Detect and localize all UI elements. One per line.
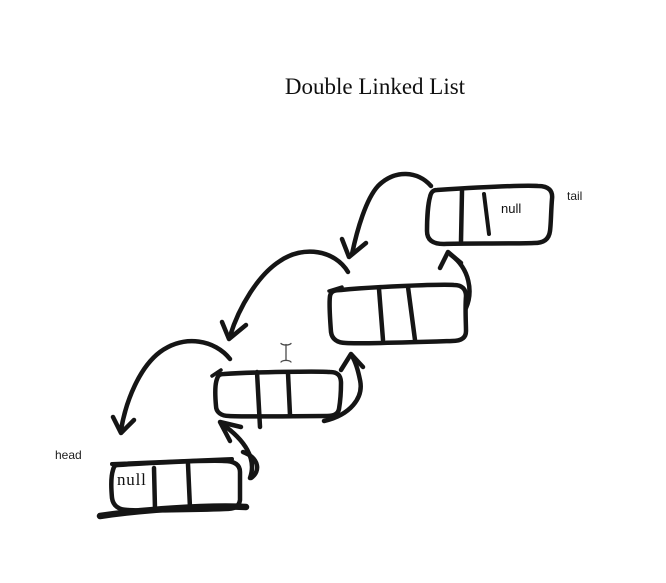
arrowhead xyxy=(219,319,249,342)
node3-divider-2 xyxy=(405,284,418,343)
node2-divider-1 xyxy=(254,369,263,430)
arrowhead xyxy=(437,249,464,271)
arrow-prev-node3-to-node2 xyxy=(219,249,351,342)
head-node-divider-2 xyxy=(185,461,193,511)
arrow-next-head-to-node2 xyxy=(217,419,260,481)
node3-divider-1 xyxy=(376,286,386,343)
node2-outline xyxy=(213,369,344,419)
arrow-curve xyxy=(321,353,363,424)
head-node-bottom-stroke xyxy=(96,503,250,520)
arrow-next-node3-to-tail xyxy=(437,249,472,311)
arrowhead xyxy=(110,414,137,436)
arrow-next-node2-to-node3 xyxy=(321,351,366,424)
tail-null-value: null xyxy=(501,201,522,216)
head-node-shape xyxy=(96,457,250,520)
node2-shape xyxy=(210,368,344,430)
tail-node-divider-1 xyxy=(458,188,465,244)
node3-corner-tick xyxy=(327,285,344,293)
tail-node-shape xyxy=(424,183,555,247)
head-node-outline xyxy=(109,458,243,513)
arrow-curve xyxy=(227,249,351,339)
arrow-curve xyxy=(219,421,255,481)
tail-node-divider-2 xyxy=(482,192,491,236)
head-label: head xyxy=(55,448,82,462)
arrow-prev-tail-to-node3 xyxy=(339,171,434,260)
arrow-prev-node2-to-head xyxy=(110,338,233,436)
node3-shape xyxy=(327,282,469,346)
head-null-value: null xyxy=(117,470,147,489)
node3-outline xyxy=(327,282,469,346)
arrowhead xyxy=(338,351,366,373)
diagram-title: Double Linked List xyxy=(284,74,466,99)
head-node-divider-1 xyxy=(151,465,158,512)
arrow-curve xyxy=(349,171,434,257)
head-node-top-stroke xyxy=(110,457,234,466)
tail-node-outline xyxy=(424,183,555,247)
arrow-curve xyxy=(118,338,233,433)
arrow-hook xyxy=(240,449,260,481)
arrowhead xyxy=(339,236,369,260)
node2-corner-tick xyxy=(210,368,223,378)
node2-divider-2 xyxy=(285,370,293,418)
text-cursor-icon xyxy=(280,342,292,363)
tail-label: tail xyxy=(567,189,583,203)
arrowhead xyxy=(217,419,244,444)
